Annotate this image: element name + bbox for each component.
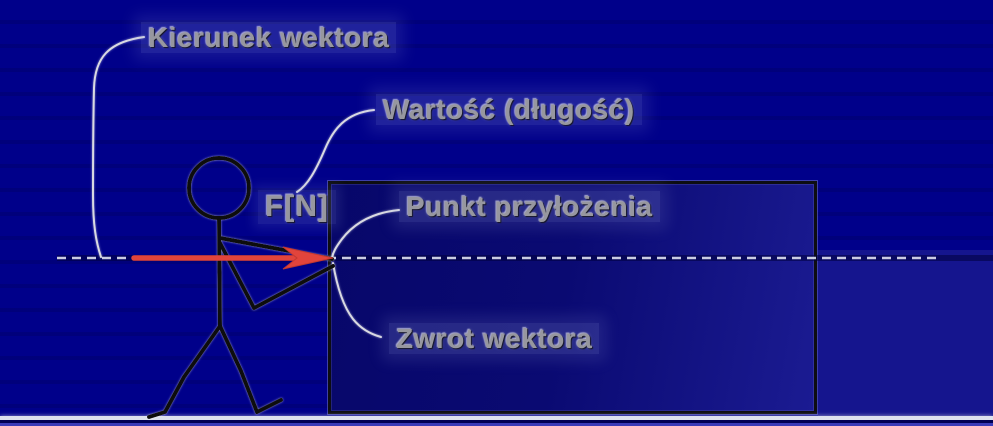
pushed-box [328, 181, 817, 414]
stick-figure-left-leg [147, 324, 222, 419]
below-ground-band [0, 420, 993, 423]
application-point-label: Punkt przyłożenia [399, 191, 660, 223]
vector-direction-label: Kierunek wektora [141, 22, 397, 54]
vector-sense-label: Zwrot wektora [389, 323, 600, 355]
force-symbol-label: F[N] [258, 190, 336, 224]
leader-curve-application-point [331, 209, 400, 259]
stick-figure-arm-lower [218, 241, 335, 310]
bottom-edge-strip [0, 423, 993, 426]
ground-line [0, 416, 993, 420]
stick-figure-body [217, 216, 222, 328]
background-right-region [818, 250, 993, 417]
stick-figure-head [187, 156, 251, 220]
leader-curve-sense [332, 262, 382, 338]
vector-magnitude-label: Wartość (długość) [376, 94, 642, 126]
stick-figure [147, 156, 335, 419]
leader-curve-direction [91, 36, 145, 258]
force-vector-arrow [131, 246, 334, 270]
leader-curve-magnitude [296, 109, 375, 193]
force-arrowhead [282, 246, 334, 270]
stick-figure-right-leg [218, 324, 283, 414]
